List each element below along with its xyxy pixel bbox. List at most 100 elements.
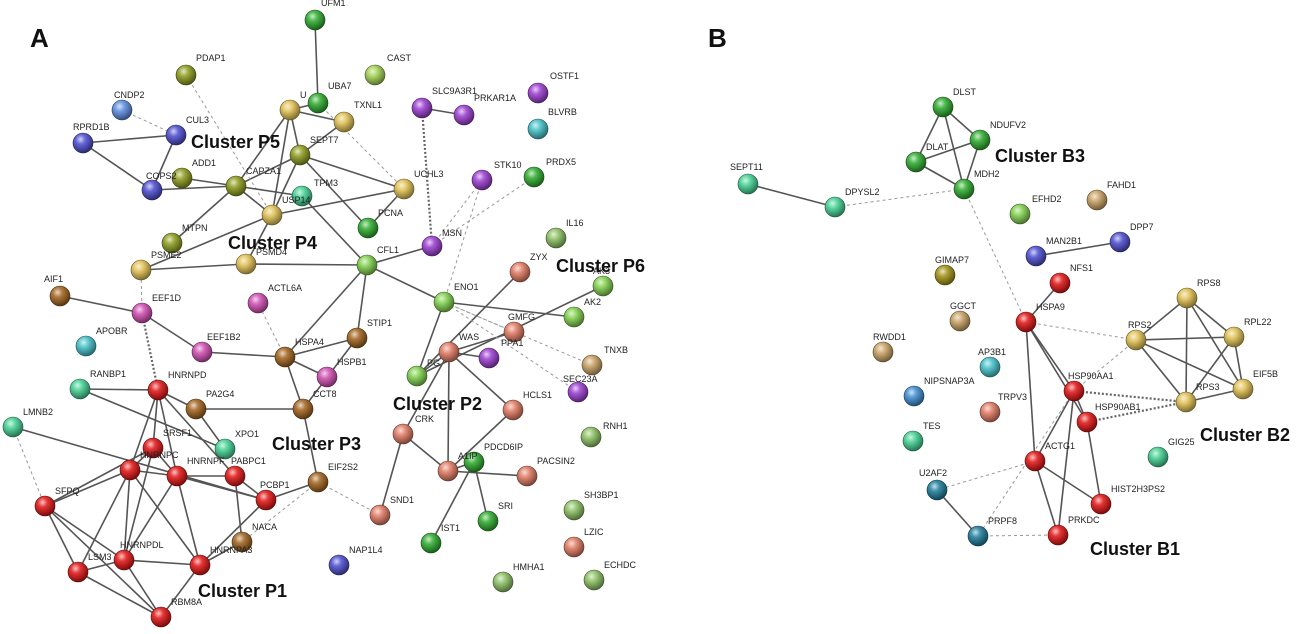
node-xpo1[interactable]: XPO1 [214, 429, 259, 460]
node-mtpn[interactable]: MTPN [161, 223, 208, 254]
node-sh3bp1[interactable]: SH3BP1 [563, 490, 619, 521]
node-lsm3[interactable]: LSM3 [67, 552, 112, 583]
node-nap1l4[interactable]: NAP1L4 [328, 545, 383, 576]
node-pabpc1[interactable]: PABPC1 [224, 456, 266, 487]
node-ufm1[interactable]: UFM1 [304, 0, 346, 31]
node-cndp2[interactable]: CNDP2 [111, 90, 145, 121]
node-hsp90aa1[interactable]: HSP90AA1 [1063, 371, 1114, 402]
node-tnxb[interactable]: TNXB [581, 345, 628, 376]
node-uba7[interactable]: UBA7 [307, 81, 352, 114]
node-efhd2[interactable]: EFHD2 [1009, 194, 1062, 225]
node-prkdc[interactable]: PRKDC [1047, 515, 1100, 546]
node-rpl22[interactable]: RPL22 [1223, 317, 1272, 348]
node-eef1b2[interactable]: EEF1B2 [191, 332, 241, 363]
node-tpm3[interactable]: TPM3 [291, 178, 338, 207]
node-u[interactable]: U [279, 90, 307, 121]
node-prdx5[interactable]: PRDX5 [523, 157, 576, 188]
node-snd1[interactable]: SND1 [369, 495, 414, 526]
node-prpf8[interactable]: PRPF8 [967, 516, 1017, 547]
node-sec23a[interactable]: SEC23A [563, 374, 598, 403]
node-ranbp1[interactable]: RANBP1 [69, 369, 126, 400]
node-apobr[interactable]: APOBR [75, 326, 128, 357]
node-rwdd1[interactable]: RWDD1 [872, 332, 906, 363]
node-nipsnap3a[interactable]: NIPSNAP3A [903, 376, 975, 407]
node-il16[interactable]: IL16 [545, 218, 584, 249]
node-rprd1b[interactable]: RPRD1B [72, 122, 110, 154]
node-dlat[interactable]: DLAT [905, 142, 949, 173]
node-lzic[interactable]: LZIC [563, 527, 604, 558]
node-blvrb[interactable]: BLVRB [527, 107, 577, 140]
node-hnrnpa3[interactable]: HNRNPA3 [189, 545, 252, 576]
node-ist1[interactable]: IST1 [420, 523, 460, 554]
node-eif5b[interactable]: EIF5B [1232, 369, 1278, 400]
node-sept11[interactable]: SEPT11 [730, 162, 763, 195]
node-gimap7[interactable]: GIMAP7 [934, 255, 969, 286]
node-ndufv2[interactable]: NDUFV2 [969, 120, 1026, 151]
node-cast[interactable]: CAST [364, 53, 412, 86]
node-hnrnpc[interactable]: HNRNPC [119, 450, 179, 481]
node-aif1[interactable]: AIF1 [44, 274, 71, 307]
node-hnrnpdl[interactable]: HNRNPDL [113, 540, 164, 571]
node-trpv3[interactable]: TRPV3 [979, 392, 1027, 423]
node-was[interactable]: WAS [438, 332, 479, 363]
node-ppa1[interactable]: PPA1 [478, 338, 523, 369]
node-cfl1[interactable]: CFL1 [356, 245, 399, 276]
node-rps8[interactable]: RPS8 [1176, 278, 1221, 309]
node-hspa9[interactable]: HSPA9 [1015, 302, 1065, 333]
node-msn[interactable]: MSN [421, 228, 462, 257]
node-stk10[interactable]: STK10 [471, 160, 522, 191]
node-slc9a3r1[interactable]: SLC9A3R1 [411, 86, 477, 119]
node-usp14[interactable]: USP14 [261, 195, 311, 226]
node-pacsin2[interactable]: PACSIN2 [516, 456, 575, 487]
node-ak2[interactable]: AK2 [563, 297, 601, 328]
node-rbm8a[interactable]: RBM8A [150, 597, 202, 628]
node-hist2h3ps2[interactable]: HIST2H3PS2 [1090, 484, 1165, 515]
node-lmnb2[interactable]: LMNB2 [2, 407, 53, 438]
node-pdcd6ip[interactable]: PDCD6IP [463, 442, 523, 473]
node-pa2g4[interactable]: PA2G4 [185, 389, 234, 420]
node-hspa4[interactable]: HSPA4 [274, 337, 324, 368]
node-actg1[interactable]: ACTG1 [1024, 441, 1075, 472]
node-pdap1[interactable]: PDAP1 [175, 53, 226, 86]
node-prkar1a[interactable]: PRKAR1A [453, 93, 516, 126]
node-ostf1[interactable]: OSTF1 [527, 71, 579, 104]
node-echdc[interactable]: ECHDC [583, 560, 637, 591]
node-psmd4[interactable]: PSMD4 [235, 247, 287, 275]
node-stip1[interactable]: STIP1 [346, 318, 392, 349]
node-fahd1[interactable]: FAHD1 [1086, 180, 1136, 211]
node-hnrnpf[interactable]: HNRNPF [166, 456, 225, 487]
node-pg[interactable]: PG [406, 358, 440, 387]
node-hcls1[interactable]: HCLS1 [502, 390, 552, 421]
node-dlst[interactable]: DLST [932, 87, 977, 118]
node-eif2s2[interactable]: EIF2S2 [307, 462, 358, 493]
node-hspb1[interactable]: HSPB1 [316, 357, 367, 388]
node-hsp90ab1[interactable]: HSP90AB1 [1076, 402, 1141, 433]
node-psme2[interactable]: PSME2 [130, 250, 182, 281]
node-zyx[interactable]: ZYX [509, 252, 548, 283]
node-sri[interactable]: SRI [477, 501, 513, 532]
node-man2b1[interactable]: MAN2B1 [1025, 236, 1082, 267]
node-hnrnpd[interactable]: HNRNPD [147, 370, 207, 401]
node-hmha1[interactable]: HMHA1 [492, 562, 545, 593]
node-mdh2[interactable]: MDH2 [953, 169, 1000, 200]
node-actl6a[interactable]: ACTL6A [247, 283, 302, 314]
node-a1ip[interactable]: A1IP [437, 451, 478, 482]
node-txnl1[interactable]: TXNL1 [333, 100, 382, 133]
node-sfpq[interactable]: SFPQ [34, 486, 80, 517]
node-nfs1[interactable]: NFS1 [1049, 263, 1093, 294]
node-eef1d[interactable]: EEF1D [131, 293, 182, 324]
node-pcbp1[interactable]: PCBP1 [255, 480, 290, 511]
node-cul3[interactable]: CUL3 [165, 115, 209, 146]
node-eno1[interactable]: ENO1 [433, 282, 479, 313]
node-add1[interactable]: ADD1 [171, 158, 216, 189]
node-cct8[interactable]: CCT8 [292, 389, 337, 420]
node-naca[interactable]: NACA [231, 522, 277, 553]
node-rps3[interactable]: RPS3 [1175, 382, 1220, 413]
node-gmfg[interactable]: GMFG [503, 312, 535, 343]
node-u2af2[interactable]: U2AF2 [919, 468, 948, 501]
node-crk[interactable]: CRK [392, 414, 434, 445]
node-gig25[interactable]: GIG25 [1147, 437, 1195, 468]
node-cops2[interactable]: COPS2 [141, 171, 177, 201]
node-ggct[interactable]: GGCT [949, 301, 977, 332]
node-dpysl2[interactable]: DPYSL2 [824, 187, 880, 218]
